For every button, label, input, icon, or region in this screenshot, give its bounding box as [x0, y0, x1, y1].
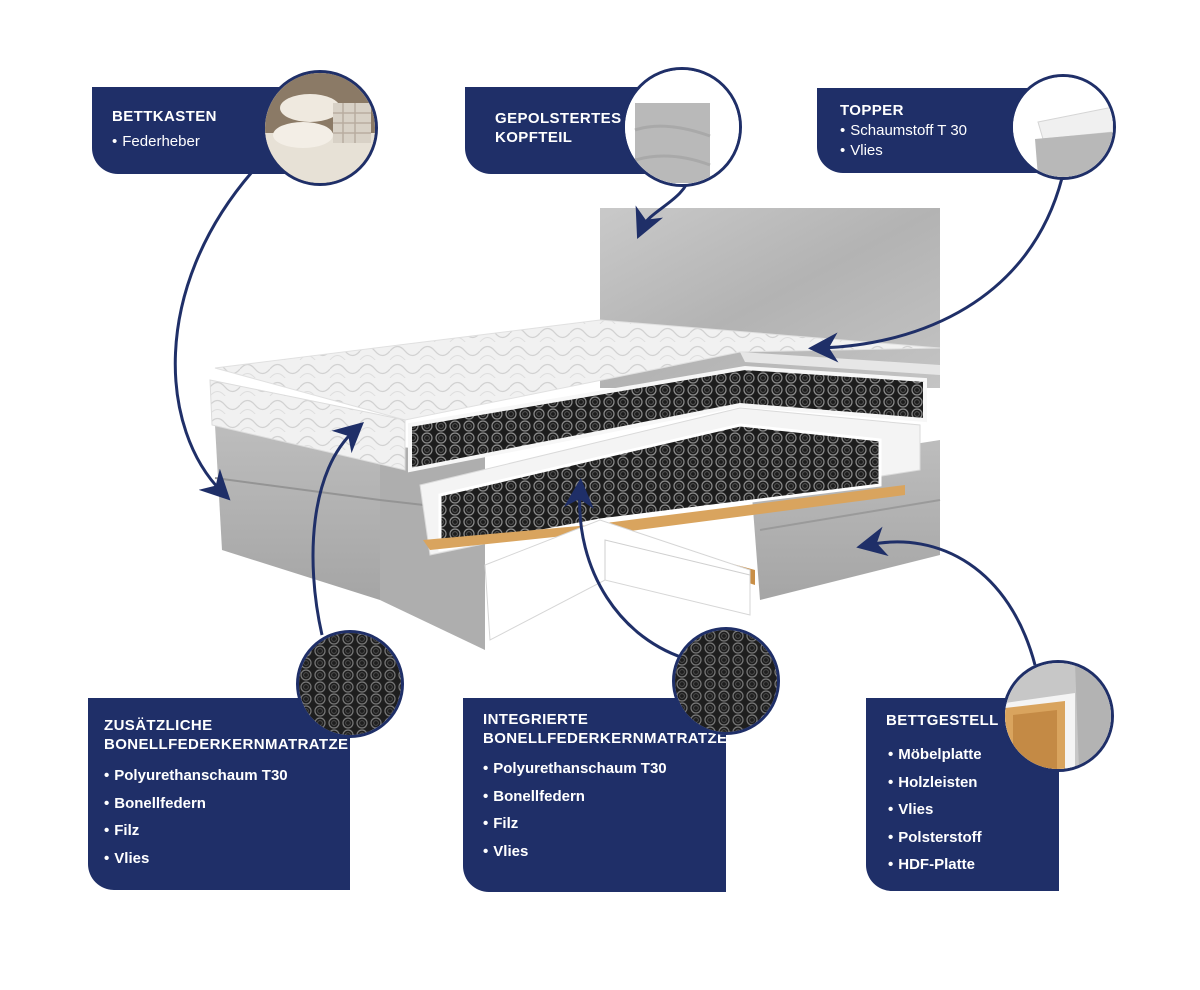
list-item: Polyurethanschaum T30 [483, 755, 726, 783]
list-item: HDF-Platte [888, 851, 1059, 879]
list-item: Federheber [112, 132, 302, 152]
callout-integrierte-list: Polyurethanschaum T30 Bonellfedern Filz … [483, 755, 726, 865]
callout-zusaetzliche-title-line2: BONELLFEDERKERNMATRATZE [104, 736, 349, 753]
list-item: Vlies [483, 838, 726, 866]
arrow-topper [808, 177, 1064, 363]
list-item: Polsterstoff [888, 824, 1059, 852]
callout-integrierte: INTEGRIERTE BONELLFEDERKERNMATRATZE Poly… [463, 698, 728, 892]
list-item: Vlies [104, 845, 350, 873]
arrow-integrierte [563, 478, 691, 662]
callout-bettgestell-list: Möbelplatte Holzleisten Vlies Polstersto… [886, 741, 1059, 879]
callout-topper: TOPPER Schaumstoff T 30 Vlies [817, 88, 1037, 173]
bonnell-spring-coil-icon [299, 633, 401, 735]
callout-zusaetzliche-title-line1: ZUSÄTZLICHE [104, 717, 213, 734]
bonnell-spring-coil-icon [675, 630, 777, 732]
list-item: Vlies [888, 796, 1059, 824]
zusaetzliche-spring-thumbnail [296, 630, 404, 738]
callout-integrierte-title-line1: INTEGRIERTE [483, 711, 589, 728]
wood-slat [590, 485, 905, 535]
list-item: Vlies [840, 141, 1037, 161]
list-item: Bonellfedern [104, 790, 350, 818]
arrow-bettkasten [173, 171, 254, 501]
arrow-zusaetzliche [311, 422, 364, 636]
callout-topper-list: Schaumstoff T 30 Vlies [840, 121, 1037, 161]
callout-topper-title: TOPPER [840, 102, 904, 119]
callout-bettgestell-title: BETTGESTELL [886, 712, 999, 729]
list-item: Filz [483, 810, 726, 838]
callout-integrierte-title-line2: BONELLFEDERKERNMATRATZE [483, 730, 728, 747]
list-item: Holzleisten [888, 769, 1059, 797]
topper-corner-icon [1013, 77, 1113, 177]
callout-bettkasten-list: Federheber [112, 132, 302, 152]
list-item: Möbelplatte [888, 741, 1059, 769]
box-interior [484, 519, 751, 641]
spring-layer-lower [438, 423, 882, 552]
callout-kopfteil-title-line2: KOPFTEIL [495, 129, 573, 146]
integrierte-spring-thumbnail [672, 627, 780, 735]
callout-zusaetzliche: ZUSÄTZLICHE BONELLFEDERKERNMATRATZE Poly… [88, 698, 350, 890]
spring-layer-upper [408, 365, 927, 473]
callout-kopfteil-title-line1: GEPOLSTERTES [495, 110, 622, 127]
wooden-frame-corner-icon [1005, 663, 1111, 769]
topper-thumbnail [1010, 74, 1116, 180]
pillows-in-storage-box-icon [265, 73, 375, 183]
bettkasten-thumbnail [262, 70, 378, 186]
velvet-fabric-swatch-icon [625, 70, 739, 184]
callout-bettkasten-title: BETTKASTEN [112, 108, 217, 125]
list-item: Bonellfedern [483, 783, 726, 811]
topper-surface [214, 319, 941, 421]
kopfteil-thumbnail [622, 67, 742, 187]
list-item: Schaumstoff T 30 [840, 121, 1037, 141]
bettgestell-thumbnail [1002, 660, 1114, 772]
bed-base-left [215, 425, 380, 600]
list-item: Filz [104, 817, 350, 845]
arrow-bettgestell [856, 526, 1037, 666]
callout-zusaetzliche-list: Polyurethanschaum T30 Bonellfedern Filz … [104, 762, 350, 872]
list-item: Polyurethanschaum T30 [104, 762, 350, 790]
